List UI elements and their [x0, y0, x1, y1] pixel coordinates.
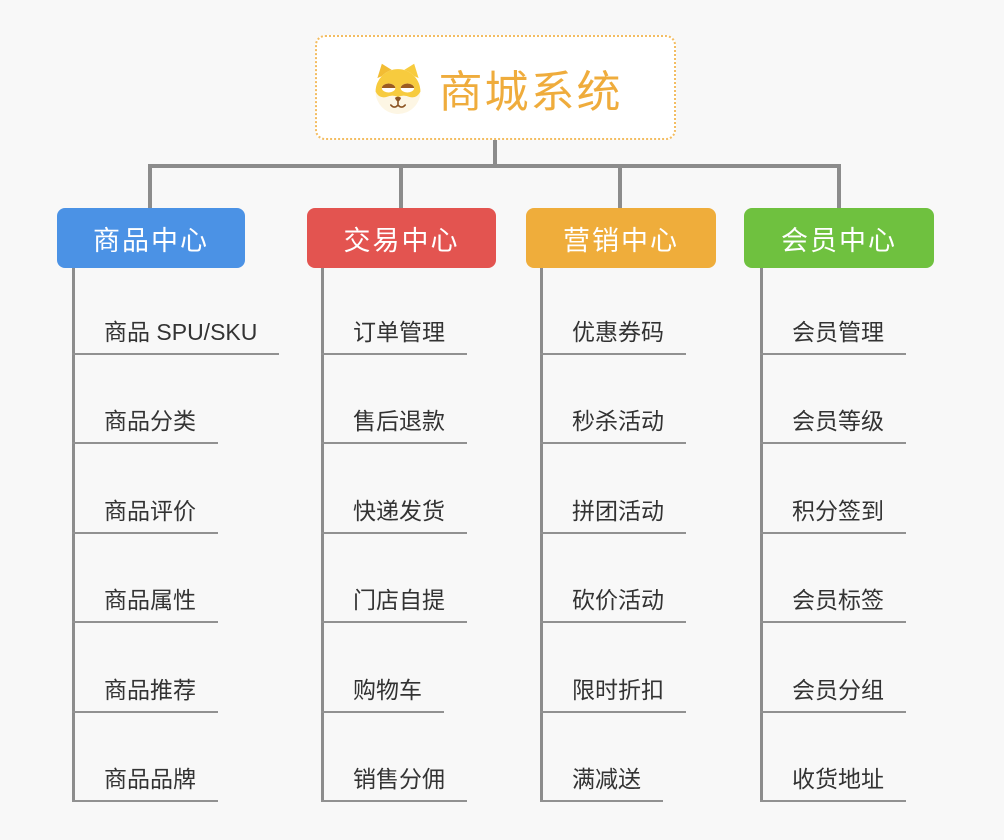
- root-topic-title: 商城系统: [438, 67, 623, 117]
- leaf-topic[interactable]: 销售分佣: [321, 765, 467, 802]
- leaf-topic[interactable]: 门店自提: [321, 586, 467, 623]
- root-topic[interactable]: 商城系统: [315, 35, 676, 140]
- leaf-topic[interactable]: 会员等级: [760, 407, 906, 444]
- leaf-topic[interactable]: 拼团活动: [540, 497, 686, 534]
- leaf-topic[interactable]: 会员标签: [760, 586, 906, 623]
- root-to-branch-connector: [148, 138, 841, 210]
- branch-node-member-center[interactable]: 会员中心: [744, 208, 934, 268]
- dog-face-icon: [375, 63, 420, 114]
- branch-node-product-center[interactable]: 商品中心: [57, 208, 245, 268]
- leaf-topic[interactable]: 商品分类: [72, 407, 218, 444]
- leaf-topic[interactable]: 满减送: [540, 765, 663, 802]
- leaf-topic[interactable]: 快递发货: [321, 497, 467, 534]
- branch-node-trade-center[interactable]: 交易中心: [307, 208, 496, 268]
- leaf-topic[interactable]: 会员管理: [760, 318, 906, 355]
- leaf-topic[interactable]: 购物车: [321, 676, 444, 713]
- leaf-topic[interactable]: 商品 SPU/SKU: [72, 318, 280, 355]
- leaf-topic[interactable]: 订单管理: [321, 318, 467, 355]
- leaf-topic[interactable]: 砍价活动: [540, 586, 686, 623]
- leaf-topic[interactable]: 商品属性: [72, 586, 218, 623]
- leaf-topic[interactable]: 商品推荐: [72, 676, 218, 713]
- leaf-topic[interactable]: 售后退款: [321, 407, 467, 444]
- leaf-topic[interactable]: 收货地址: [760, 765, 906, 802]
- leaf-topic[interactable]: 优惠券码: [540, 318, 686, 355]
- leaf-topic[interactable]: 秒杀活动: [540, 407, 686, 444]
- leaf-topic[interactable]: 会员分组: [760, 676, 906, 713]
- branch-node-marketing-center[interactable]: 营销中心: [526, 208, 716, 268]
- leaf-topic[interactable]: 限时折扣: [540, 676, 686, 713]
- leaf-topic[interactable]: 积分签到: [760, 497, 906, 534]
- leaf-topic[interactable]: 商品品牌: [72, 765, 218, 802]
- leaf-topic[interactable]: 商品评价: [72, 497, 218, 534]
